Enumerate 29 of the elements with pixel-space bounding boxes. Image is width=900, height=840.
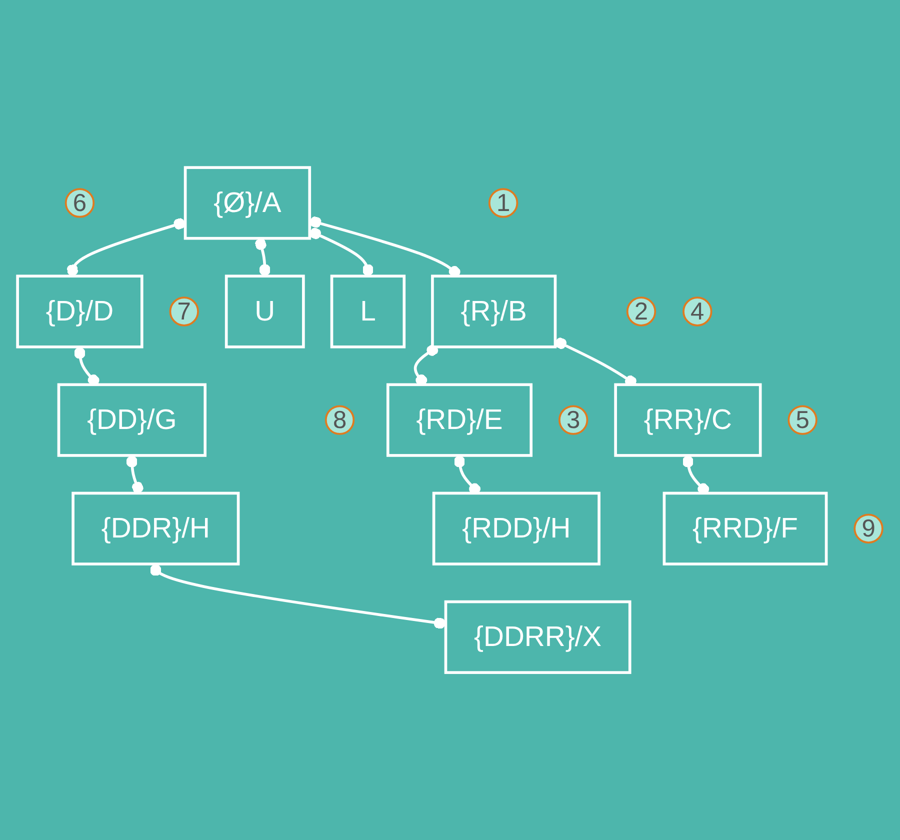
node-circle: 7 [169, 296, 199, 326]
node-circle: 1 [488, 188, 518, 218]
connector [414, 344, 438, 386]
connector [150, 564, 446, 629]
connector [126, 455, 144, 494]
node-circle: 8 [324, 405, 355, 435]
node-box: {R}/B [431, 274, 557, 348]
node-circle: 2 [626, 296, 656, 326]
node-box: {RR}/C [614, 383, 762, 457]
connector [309, 228, 374, 276]
node-box: {RDD}/H [432, 492, 600, 566]
node-circle: 3 [558, 405, 588, 435]
node-circle: 5 [788, 405, 818, 435]
node-box: {RRD}/F [662, 492, 828, 566]
node-box: {DDRR}/X [444, 600, 632, 674]
node-box: {D}/D [16, 274, 144, 348]
node-circle: 9 [854, 514, 884, 544]
node-box: {DD}/G [57, 383, 207, 457]
connector [66, 218, 186, 276]
node-box: {Ø}/A [184, 166, 312, 240]
node-box: U [224, 274, 305, 348]
node-box: L [330, 274, 406, 348]
node-circle: 4 [682, 296, 712, 326]
node-box: {RD}/E [386, 383, 533, 457]
node-circle: 6 [64, 188, 95, 218]
node-box: {DDR}/H [72, 492, 240, 566]
connector [255, 238, 271, 276]
connector [74, 346, 100, 386]
connector [309, 216, 460, 278]
